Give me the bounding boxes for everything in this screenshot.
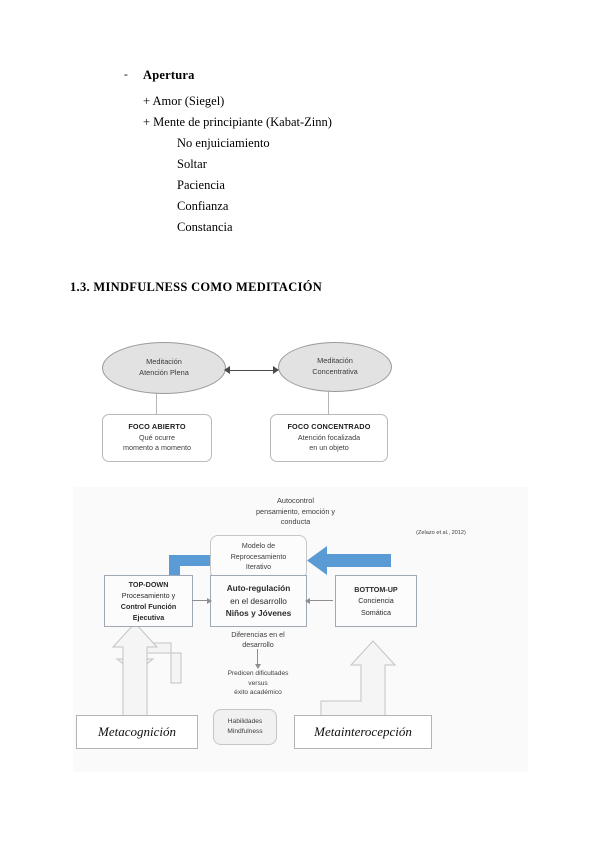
box-center-line1: Auto-regulación [226,582,291,593]
box-skills-line1: Habilidades [227,718,263,726]
selfregulation-diagram: Autocontrol pensamiento, emoción y condu… [73,487,528,772]
box-top-down-line3: Ejecutiva [132,613,165,623]
box-top-down-line1: Procesamiento y [121,590,176,600]
box-foco-concentrado-line1: Atención focalizada [297,432,361,442]
box-bottom-up-title: BOTTOM-UP [354,585,398,595]
ellipse-right-line2: Concentrativa [312,367,358,376]
outline-item-paciencia: Paciencia [177,178,225,192]
ellipse-concentrative-meditation: Meditación Concentrativa [278,342,392,392]
outline-item-constancia: Constancia [177,220,233,234]
label-metacognicion: Metacognición [76,715,198,749]
box-skills-line2: Mindfulness [227,728,263,735]
arrow-bottomup-to-center [305,597,333,604]
box-bottom-up: BOTTOM-UP Conciencia Somática [335,575,417,627]
citation-label: (Zelazo et al., 2012) [416,530,466,536]
box-top-down-title: TOP-DOWN [128,579,169,589]
box-bottom-up-line2: Somática [361,607,391,617]
double-arrow-icon [224,366,279,374]
connector-left [156,392,157,414]
box-foco-abierto-title: FOCO ABIERTO [128,421,186,431]
outline-heading: Apertura [143,68,195,82]
bullet-marker: - [124,69,128,81]
box-auto-regulacion: Auto-regulación en el desarrollo Niños y… [210,575,307,627]
box-top-down: TOP-DOWN Procesamiento y Control Función… [104,575,193,627]
box-habilidades-mindfulness: Habilidades Mindfulness [213,709,277,745]
box-top-down-line2: Control Función [120,602,177,611]
box-foco-concentrado: FOCO CONCENTRADO Atención focalizada en … [270,414,388,462]
outline-item-amor: + Amor (Siegel) [143,94,225,108]
box-foco-abierto-line1: Qué ocurre [139,432,175,442]
box-center-line3: Niños y Jóvenes [225,608,292,619]
caption-diferencias: Diferencias en el desarrollo [231,630,285,650]
ellipse-right-line1: Meditación [317,356,353,366]
ellipse-mindfulness-meditation: Meditación Atención Plena [102,342,226,394]
ellipse-left-line1: Meditación [146,357,182,367]
arrow-topdown-to-center [192,597,212,604]
meditation-diagram: Meditación Atención Plena Meditación Con… [90,338,410,473]
caption-autocontrol: Autocontrol pensamiento, emoción y condu… [255,496,336,527]
section-heading: 1.3. MINDFULNESS COMO MEDITACIÓN [70,280,323,294]
ellipse-left-line2: Atención Plena [139,368,189,377]
box-bottom-up-line1: Conciencia [358,596,394,606]
outline-item-mente: + Mente de principiante (Kabat-Zinn) [143,115,332,129]
box-foco-abierto-line2: momento a momento [123,443,191,453]
label-metainterocepcion: Metainterocepción [294,715,432,749]
box-foco-concentrado-line2: en un objeto [309,443,349,453]
connector-right [328,390,329,414]
box-modelo-reprocesamiento: Modelo de Reprocesamiento Iterativo [210,535,307,579]
caption-predicen: Predicen dificultades versus éxito acadé… [227,670,289,697]
box-foco-concentrado-title: FOCO CONCENTRADO [287,421,371,431]
outline-item-confianza: Confianza [177,199,229,213]
outline-item-no-enjuiciamiento: No enjuiciamiento [177,136,270,150]
outline-item-soltar: Soltar [177,157,207,171]
box-foco-abierto: FOCO ABIERTO Qué ocurre momento a moment… [102,414,212,462]
box-center-line2: en el desarrollo [230,595,287,606]
arrow-center-to-predict [254,649,261,669]
blue-arrow-right-icon [307,546,391,575]
